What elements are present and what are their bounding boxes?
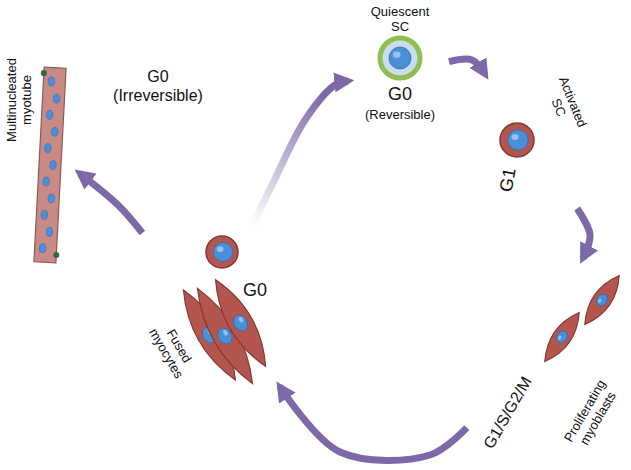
satellite-dot <box>41 70 47 76</box>
cell-nucleus <box>213 242 232 261</box>
nucleus-highlight <box>222 329 228 336</box>
satellite-dot <box>53 252 59 258</box>
activated-cell-node: Activated SC G1 <box>490 68 594 205</box>
cell-state-label: Multinucleated myotube <box>5 50 35 150</box>
cell-body <box>577 270 626 329</box>
spindle-cell <box>577 270 626 329</box>
edge-label: G0 (Irreversible) <box>100 66 216 106</box>
phase-label: G1/S/G2/M <box>480 374 536 453</box>
cycle-arrow <box>253 81 349 225</box>
myoblast-node: G1/S/G2/M Proliferating myoblasts <box>470 265 629 467</box>
phase-label: G1 <box>496 166 521 193</box>
myotube-node: Multinucleated myotube <box>2 5 74 273</box>
phase-label: G0 <box>388 84 412 105</box>
myotube-nucleus <box>46 110 53 119</box>
cell-body <box>205 274 276 373</box>
myotube-body <box>34 67 66 263</box>
cell-nucleus <box>231 312 251 333</box>
myotube-nucleus <box>53 94 60 103</box>
myotube-nucleus <box>44 144 51 153</box>
cell-state-label: Quiescent SC <box>360 5 440 35</box>
quiescent-cell-node: Quiescent SC G0 (Reversible) <box>355 3 445 127</box>
cell-nucleus <box>594 292 609 308</box>
cell-state-label: Activated SC <box>539 70 591 141</box>
activated-cell <box>206 236 238 268</box>
cell-nucleus <box>508 130 528 150</box>
myotube-nucleus <box>41 210 48 219</box>
myocyte-node: Fused myocytesG0 <box>145 228 275 393</box>
cycle-arrow <box>280 386 467 460</box>
myotube-nucleus <box>48 77 55 86</box>
myotube-nucleus <box>46 227 53 236</box>
cell-body <box>537 307 586 366</box>
cycle-arrow <box>577 209 590 259</box>
spindle-cell <box>205 274 276 373</box>
myotube-nucleus <box>39 244 46 253</box>
myotube-nucleus <box>50 160 57 169</box>
myotube <box>31 67 69 263</box>
nucleus-highlight <box>217 246 224 252</box>
myotube-nucleus <box>43 177 50 186</box>
cycle-arrow <box>449 59 485 74</box>
cell-nucleus <box>554 329 569 345</box>
nucleus-highlight <box>511 134 518 140</box>
phase-note: (Reversible) <box>365 108 435 123</box>
nucleus-highlight <box>393 51 401 58</box>
cell-nucleus <box>389 47 411 69</box>
myotube-nucleus <box>48 194 55 203</box>
nucleus-highlight <box>597 298 602 303</box>
activated-cell <box>500 123 534 157</box>
myotube-nucleus <box>51 127 58 136</box>
spindle-cell <box>537 307 586 366</box>
nucleus-highlight <box>238 316 244 323</box>
quiescent-cell <box>380 38 420 78</box>
nucleus-highlight <box>557 335 562 340</box>
cycle-arrow <box>79 173 142 233</box>
cell-state-label: Proliferating myoblasts <box>555 366 629 464</box>
phase-label: G0 <box>243 280 267 301</box>
